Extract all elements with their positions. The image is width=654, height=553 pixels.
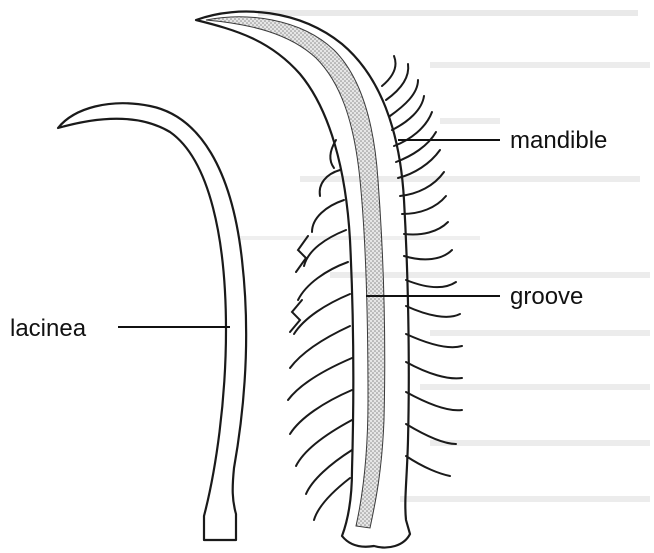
label-lacinea: lacinea xyxy=(10,315,87,342)
label-mandible: mandible xyxy=(510,127,607,154)
label-groove: groove xyxy=(510,283,583,310)
mandible-structure xyxy=(196,12,462,548)
left-bristles xyxy=(288,140,352,520)
lacinea-outline xyxy=(58,103,246,540)
lacinea-structure xyxy=(58,103,246,540)
